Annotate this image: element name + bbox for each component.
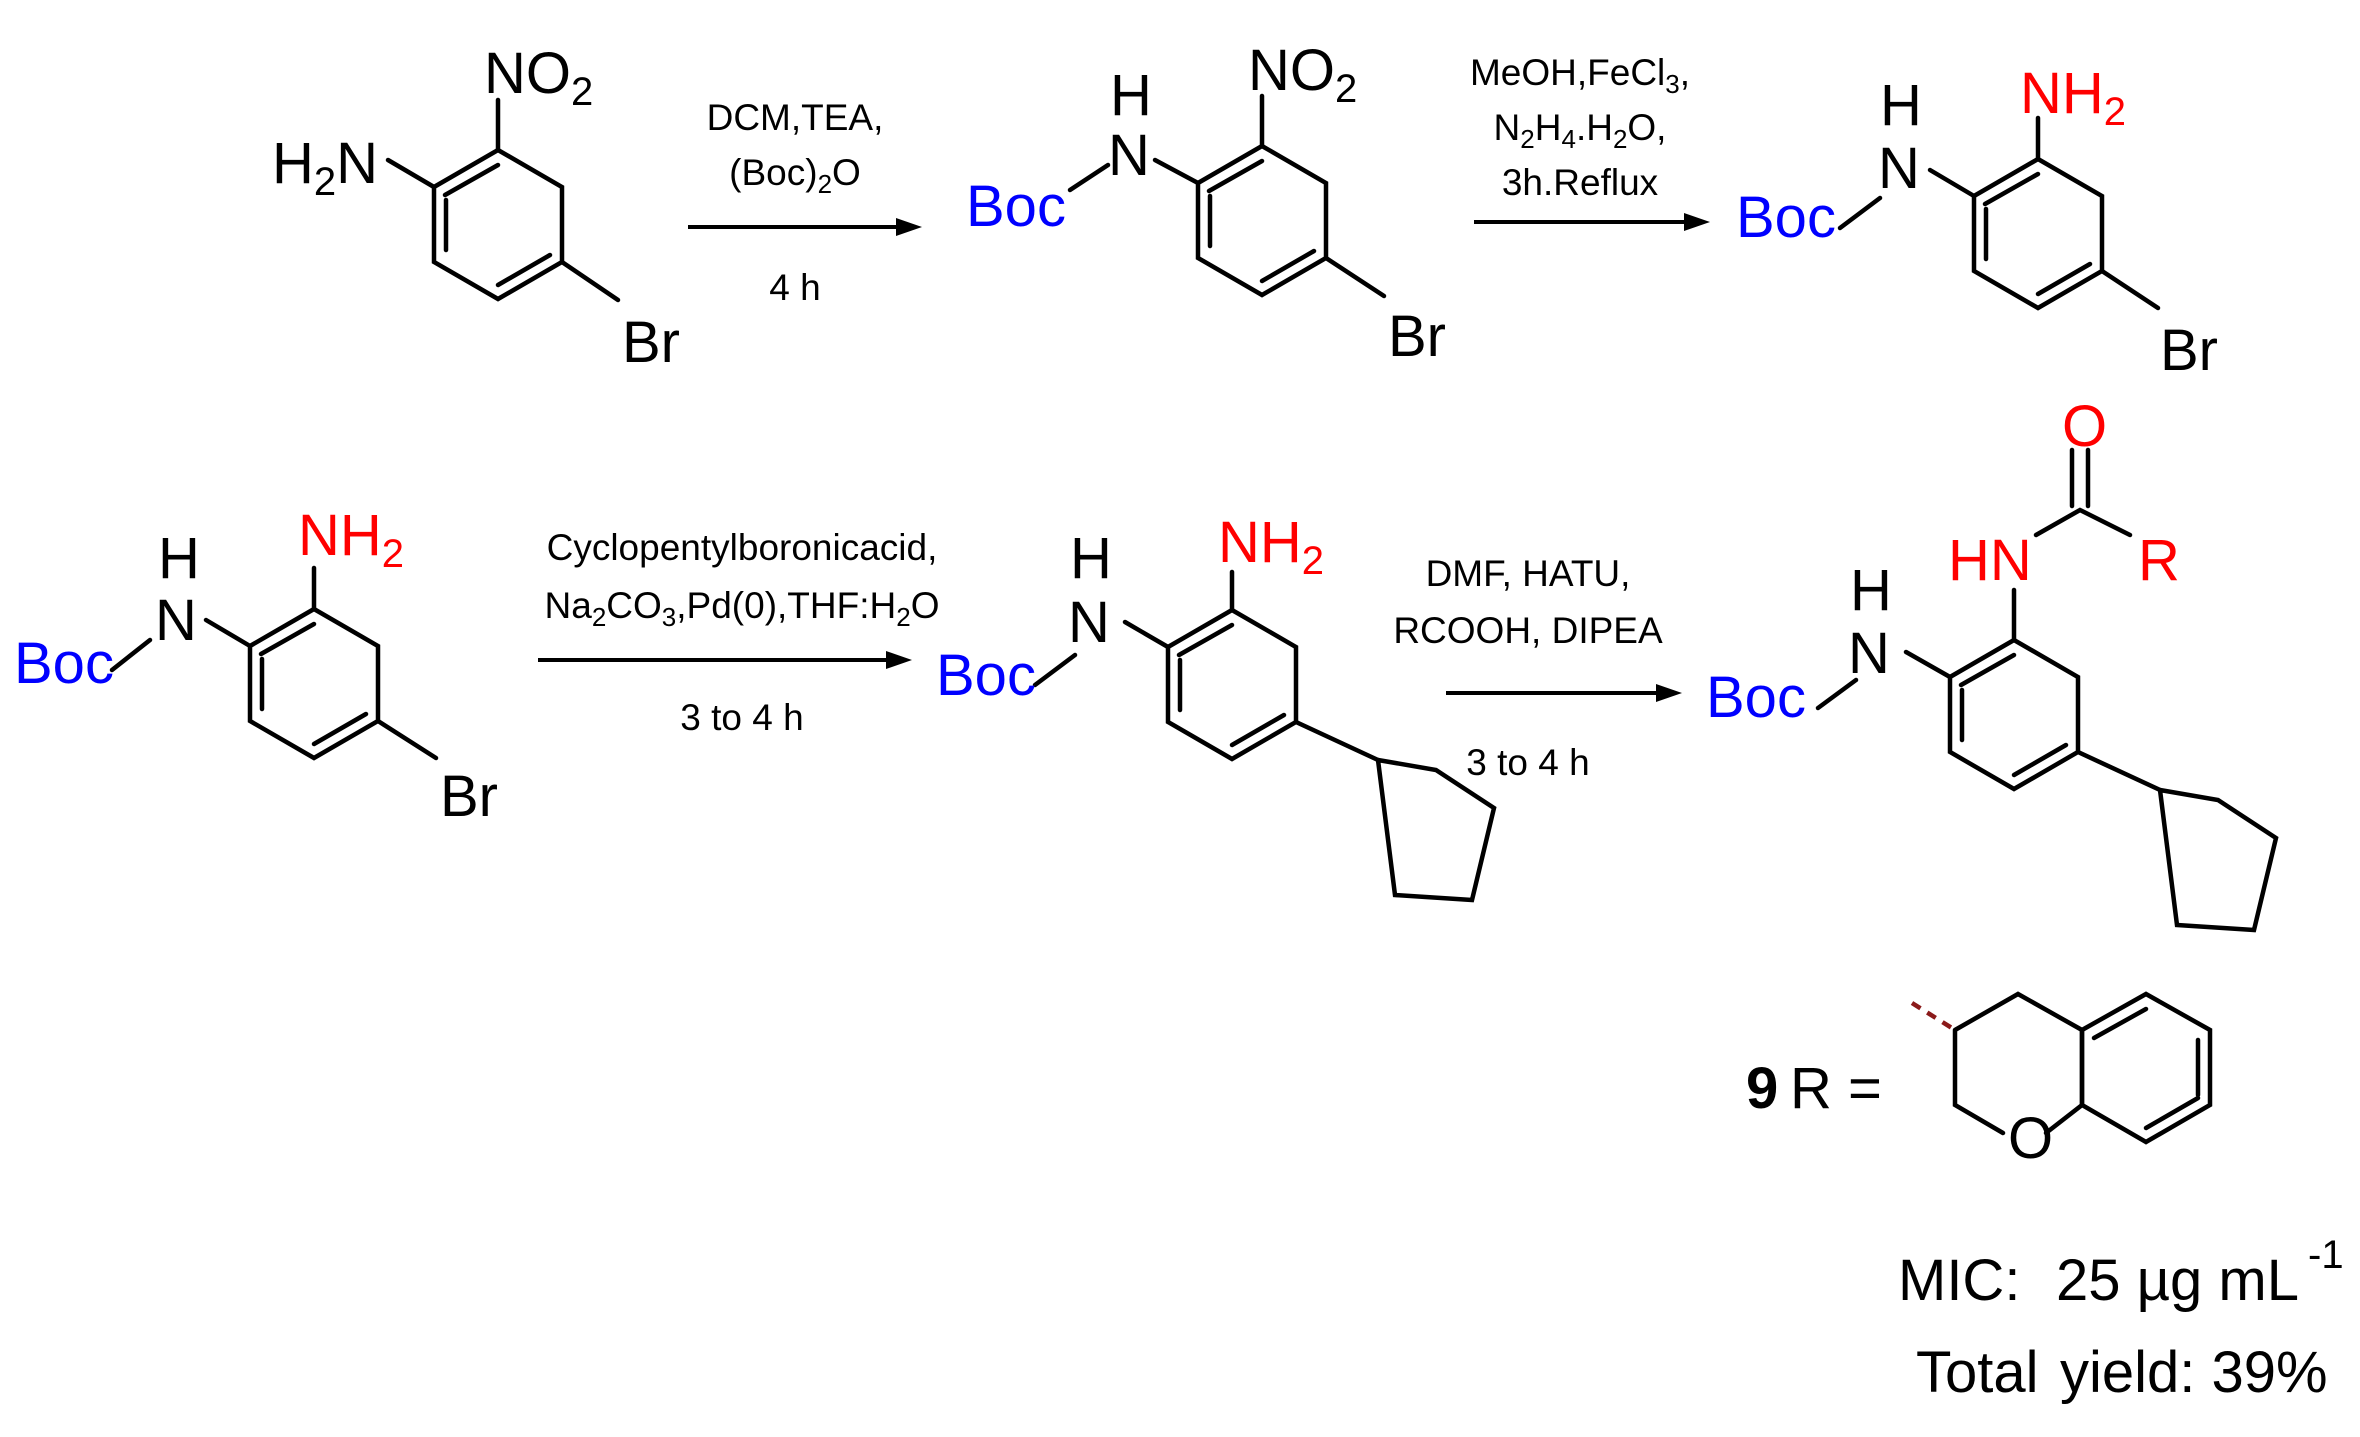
bond-br	[2099, 268, 2161, 311]
arrowhead-step-4	[1656, 684, 1682, 702]
compound-boc-diamine-bromide: H N Boc NH2 Br	[1736, 61, 2218, 383]
bond-cyclopentyl	[2075, 749, 2163, 793]
step4-condition-2: RCOOH, DIPEA	[1393, 610, 1663, 651]
step1-condition-1: DCM,TEA,	[707, 97, 884, 138]
n-label: N	[1068, 590, 1110, 655]
benzene-ring	[1971, 156, 2105, 311]
nitro-label: NO2	[484, 41, 593, 114]
n-label: N	[155, 588, 197, 653]
n-label: N	[1878, 136, 1920, 201]
yield-label: Total	[1916, 1340, 2039, 1405]
benzo-ring	[2079, 991, 2213, 1145]
step2-condition-1: MeOH,FeCl3,	[1470, 52, 1690, 99]
cyclopentane-ring	[2157, 787, 2279, 933]
boc-label: Boc	[1706, 665, 1806, 730]
bond-br	[1323, 255, 1387, 299]
bond-boc-nh	[1815, 677, 1859, 711]
compound-boc-cyclopentyl-aniline: H N Boc NH2	[936, 510, 1497, 903]
bond-nh-ring	[1927, 167, 1977, 199]
bond-cyclopentyl	[1293, 719, 1381, 763]
step1-time: 4 h	[769, 267, 820, 308]
compound-boc-nitroaniline: H N Boc NO2 Br	[966, 38, 1446, 369]
boc-label: Boc	[936, 643, 1036, 708]
step3-time: 3 to 4 h	[680, 697, 803, 738]
h-label: H	[1070, 526, 1112, 591]
r-equals-label: R =	[1790, 1056, 1882, 1121]
result-summary: MIC: 25 µg mL -1 Total yield: 39%	[1898, 1233, 2344, 1405]
reaction-step-2: MeOH,FeCl3, N2H4.H2O, 3h.Reflux	[1470, 52, 1710, 231]
compound-final-amide: H N Boc HN O R	[1706, 394, 2279, 933]
bond-nh-ring	[1903, 649, 1953, 680]
hn-label: HN	[1948, 528, 2032, 593]
reaction-step-3: Cyclopentylboronicacid, Na2CO3,Pd(0),THF…	[538, 527, 939, 738]
h-label: H	[1880, 73, 1922, 138]
boc-label: Boc	[966, 174, 1066, 239]
r-group-label: R	[2138, 528, 2180, 593]
step1-condition-2: (Boc)2O	[729, 152, 861, 199]
compound-boc-diamine-bromide-row2: H N Boc NH2 Br	[14, 503, 498, 829]
bond-nh-ring	[1152, 157, 1201, 186]
step2-condition-2: N2H4.H2O,	[1494, 107, 1667, 154]
bond-carbonyl	[2069, 447, 2091, 509]
compound-number: 9	[1746, 1056, 1778, 1121]
boc-label: Boc	[14, 631, 114, 696]
bond-br	[559, 259, 621, 303]
bond-br	[375, 718, 439, 761]
r-group-definition: 9 R = O	[1746, 991, 2213, 1171]
ring-oxygen-label: O	[2008, 1106, 2053, 1171]
bond-nh2	[385, 157, 437, 190]
bond-boc-nh	[1032, 652, 1078, 688]
benzene-ring	[431, 147, 565, 302]
mic-value: 25 µg mL	[2056, 1248, 2299, 1313]
carbonyl-o-label: O	[2062, 394, 2107, 459]
benzene-ring	[1165, 607, 1299, 762]
reaction-step-4: DMF, HATU, RCOOH, DIPEA 3 to 4 h	[1393, 553, 1682, 783]
arrowhead-step-2	[1684, 213, 1710, 231]
bromo-label: Br	[2160, 318, 2218, 383]
boc-label: Boc	[1736, 185, 1836, 250]
h-label: H	[158, 526, 200, 591]
bromo-label: Br	[440, 764, 498, 829]
mic-exponent: -1	[2308, 1233, 2344, 1277]
benzene-ring	[1195, 143, 1329, 298]
bond-amide-c	[2033, 507, 2133, 538]
bromo-label: Br	[622, 310, 680, 375]
reaction-step-1: DCM,TEA, (Boc)2O 4 h	[688, 97, 922, 308]
step2-condition-3: 3h.Reflux	[1502, 162, 1659, 203]
nh2-label: NH2	[298, 503, 404, 576]
nh2-label: NH2	[2020, 61, 2126, 134]
bond-nh-ring	[203, 617, 253, 649]
compound-4-bromo-2-nitroaniline: H2N NO2 Br	[272, 41, 680, 375]
mic-label: MIC:	[1898, 1248, 2020, 1313]
nitro-label: NO2	[1248, 38, 1357, 111]
n-label: N	[1108, 123, 1150, 188]
arrowhead-step-1	[896, 218, 922, 236]
benzene-ring	[1947, 637, 2081, 792]
step3-condition-1: Cyclopentylboronicacid,	[547, 527, 938, 568]
h-label: H	[1850, 558, 1892, 623]
bond-boc-nh	[1837, 195, 1883, 231]
bond-boc-nh	[109, 637, 153, 673]
cyclopentane-ring	[1375, 757, 1497, 903]
step4-condition-1: DMF, HATU,	[1426, 553, 1631, 594]
n-label: N	[1848, 621, 1890, 686]
attachment-bond	[1910, 1001, 1957, 1032]
bromo-label: Br	[1388, 304, 1446, 369]
h-label: H	[1110, 63, 1152, 128]
benzene-ring	[247, 606, 381, 761]
step4-time: 3 to 4 h	[1466, 742, 1589, 783]
bond-boc-nh	[1067, 162, 1111, 193]
step3-condition-2: Na2CO3,Pd(0),THF:H2O	[545, 585, 940, 632]
arrowhead-step-3	[886, 651, 912, 669]
amine-label: H2N	[272, 131, 378, 204]
yield-value: yield: 39%	[2060, 1340, 2328, 1405]
bond-nh-ring	[1122, 619, 1171, 650]
nh2-label: NH2	[1218, 510, 1324, 583]
